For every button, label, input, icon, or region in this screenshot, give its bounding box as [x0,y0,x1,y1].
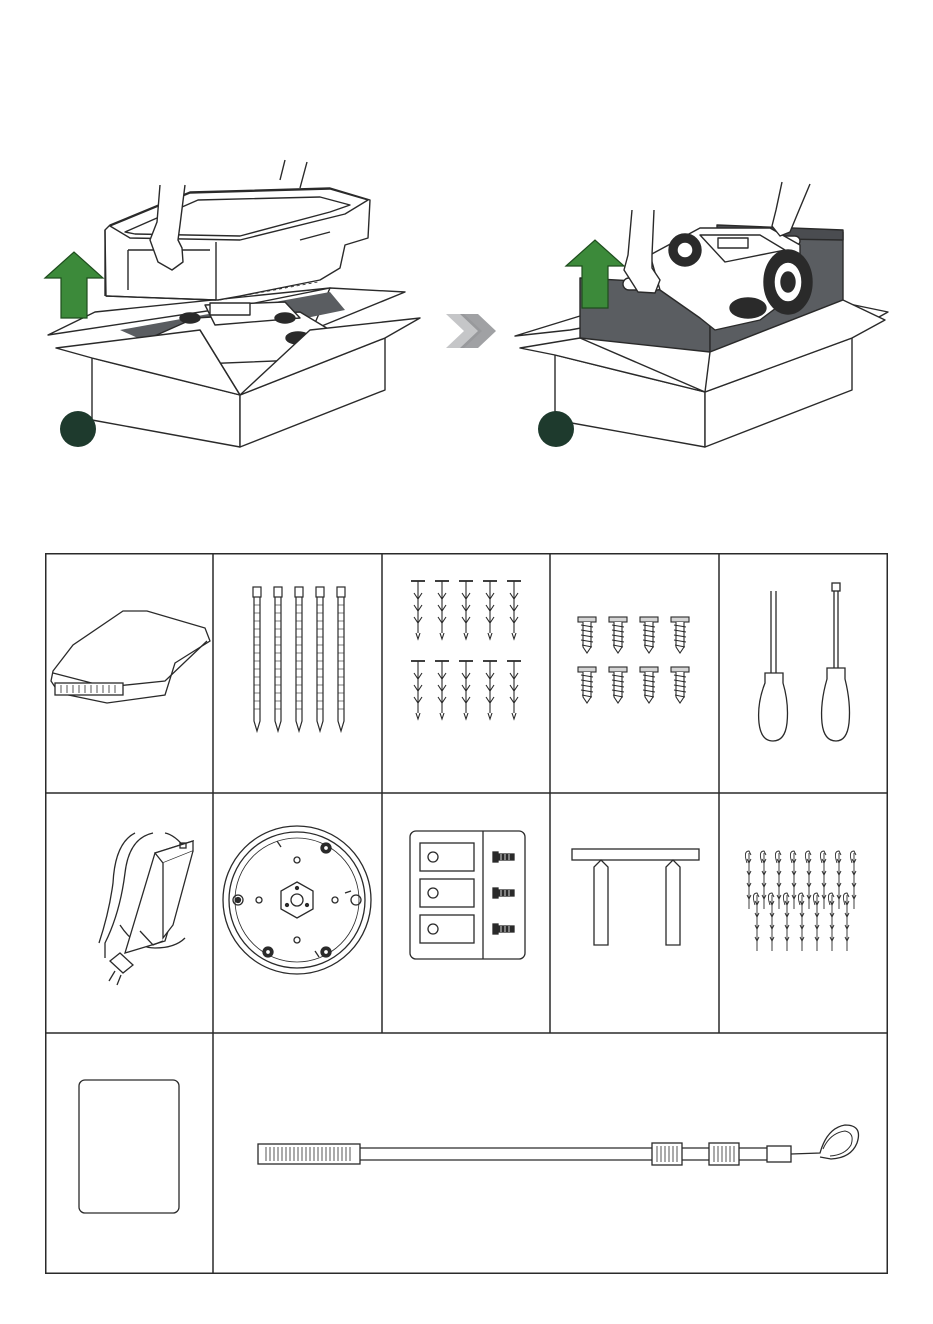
peg-icon [411,581,521,719]
lift-up-arrow-icon [45,252,103,318]
base-plate-icon [223,826,371,974]
unboxing-steps [0,0,933,520]
lifted-cover-icon [105,188,370,300]
cable-tie-icon [253,587,345,731]
u-stake-icon [572,849,699,945]
cover-icon [51,611,210,703]
step-2-illustration [515,182,888,447]
wire-peg-icon [745,851,856,951]
blade-icon [410,831,525,959]
screwdriver-icon [759,583,850,741]
cable-hook-icon [258,1125,859,1165]
next-step-chevron-icon [446,314,496,348]
screw-icon [578,617,689,703]
step-2-badge [538,411,574,447]
power-adapter-icon [99,833,193,985]
package-contents-grid [45,553,888,1274]
card-icon [79,1080,179,1213]
step-1-badge [60,411,96,447]
step-1-illustration [48,160,420,447]
